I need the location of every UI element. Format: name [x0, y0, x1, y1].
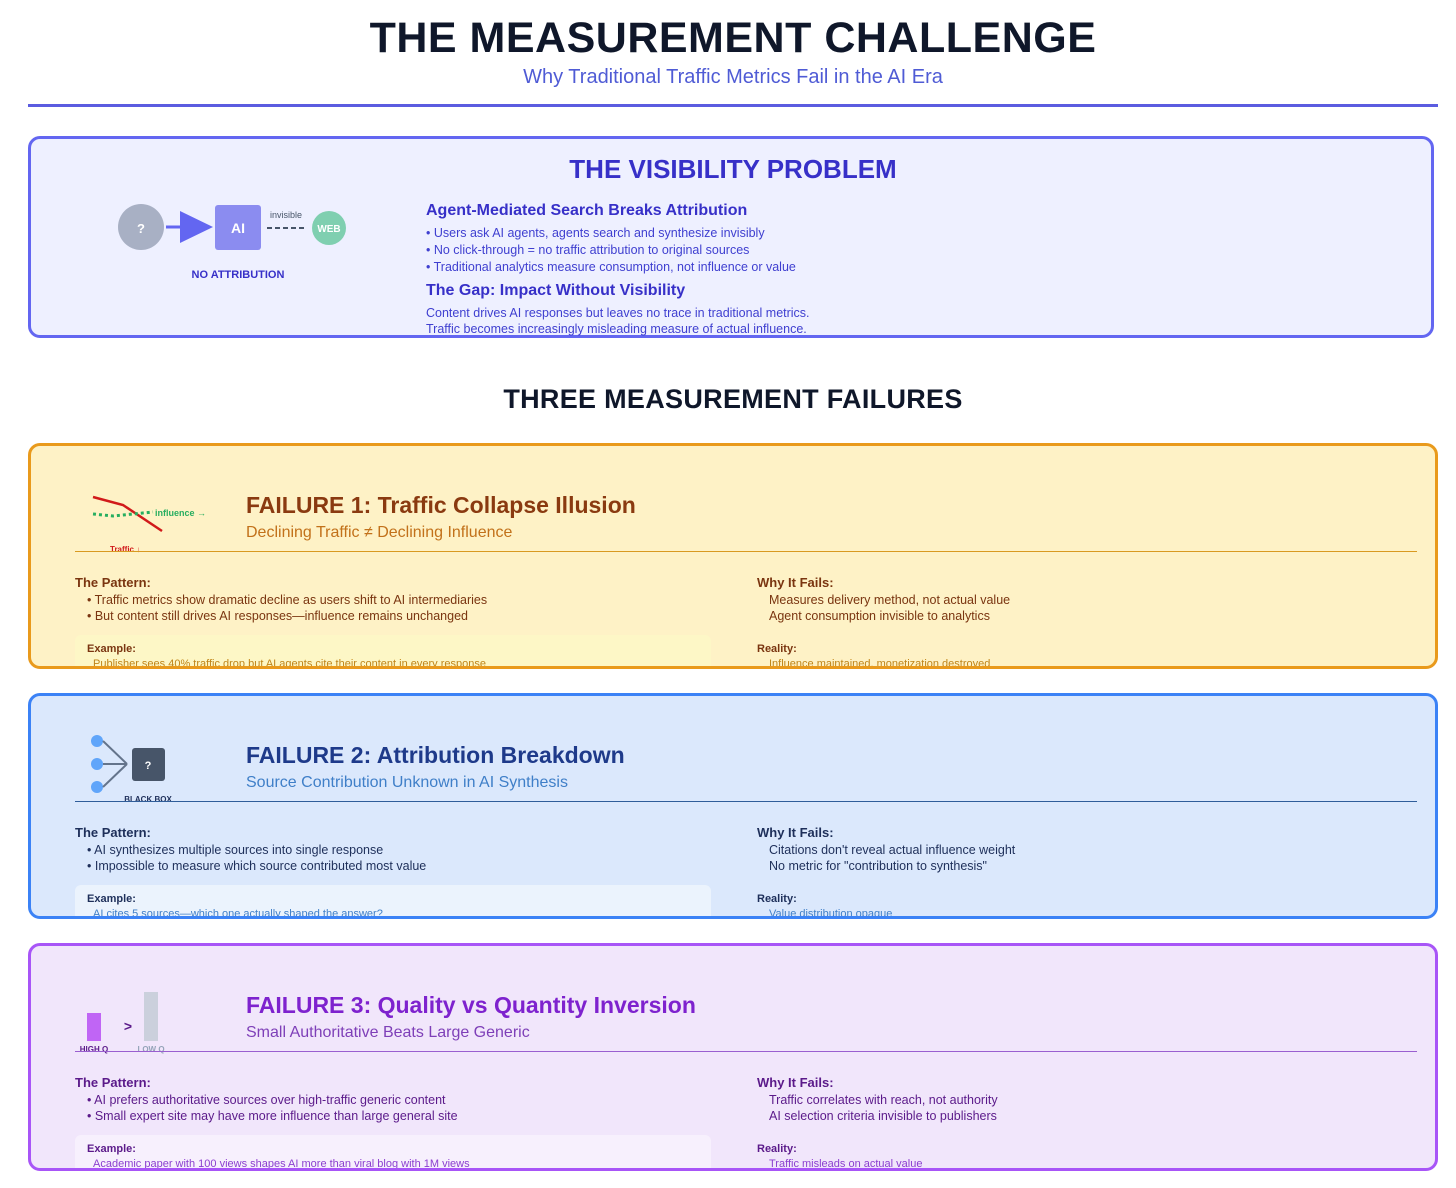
quality-bars-icon: > HIGH Q LOW Q	[80, 992, 165, 1054]
why-label: Why It Fails:	[757, 1075, 834, 1090]
why-item: Citations don't reveal actual influence …	[769, 843, 1016, 857]
example-text: Publisher sees 40% traffic drop but AI a…	[93, 658, 486, 669]
greater-than-icon: >	[124, 1018, 132, 1034]
page-subtitle: Why Traditional Traffic Metrics Fail in …	[523, 66, 943, 88]
high-q-label: HIGH Q	[80, 1045, 108, 1054]
web-icon	[312, 211, 346, 245]
black-box-icon: ? BLACK BOX	[91, 735, 172, 804]
divider	[75, 551, 1417, 552]
why-label: Why It Fails:	[757, 575, 834, 590]
traffic-label: Traffic ↓	[110, 545, 140, 554]
why-item: AI selection criteria invisible to publi…	[769, 1109, 997, 1123]
why-item: Agent consumption invisible to analytics	[769, 609, 990, 623]
example-text: Academic paper with 100 views shapes AI …	[93, 1158, 470, 1170]
attribution-diagram: ? AI invisible WEB NO ATTRIBUTION	[118, 204, 346, 281]
example-text: AI cites 5 sources—which one actually sh…	[93, 908, 383, 919]
visibility-panel	[28, 136, 1434, 338]
pattern-bullet: • Impossible to measure which source con…	[87, 859, 427, 873]
failure-card-1: influence → Traffic ↓ FAILURE 1: Traffic…	[28, 443, 1438, 669]
failure-card-3: > HIGH Q LOW Q FAILURE 3: Quality vs Qua…	[28, 943, 1438, 1171]
why-item: Traffic correlates with reach, not autho…	[769, 1093, 998, 1107]
traffic-chart-icon: influence → Traffic ↓	[92, 495, 206, 554]
why-item: Measures delivery method, not actual val…	[769, 593, 1011, 607]
reality-label: Reality:	[757, 893, 797, 905]
failure-subtitle: Small Authoritative Beats Large Generic	[246, 1024, 530, 1041]
low-quality-bar	[144, 992, 158, 1041]
pattern-bullet: • But content still drives AI responses—…	[87, 609, 468, 623]
high-quality-bar	[87, 1013, 101, 1041]
visibility-bullet: • Traditional analytics measure consumpt…	[426, 260, 796, 274]
why-item: No metric for "contribution to synthesis…	[769, 859, 987, 873]
reality-text: Influence maintained, monetization destr…	[769, 658, 991, 669]
reality-label: Reality:	[757, 1143, 797, 1155]
black-box-caption: BLACK BOX	[124, 795, 172, 804]
gap-line: Traffic becomes increasingly misleading …	[426, 322, 807, 336]
failure-card-2: ? BLACK BOX FAILURE 2: Attribution Break…	[28, 693, 1438, 919]
failure-title: FAILURE 1: Traffic Collapse Illusion	[246, 492, 636, 518]
visibility-bullet: • No click-through = no traffic attribut…	[426, 243, 750, 257]
why-label: Why It Fails:	[757, 825, 834, 840]
pattern-label: The Pattern:	[75, 575, 151, 590]
failure-title: FAILURE 2: Attribution Breakdown	[246, 742, 625, 768]
divider	[75, 1051, 1417, 1052]
source-dot	[91, 781, 103, 793]
example-box	[75, 635, 711, 666]
gap-line: Content drives AI responses but leaves n…	[426, 306, 810, 320]
source-dot	[91, 758, 103, 770]
example-box	[75, 885, 711, 916]
source-dot	[91, 735, 103, 747]
visibility-title: THE VISIBILITY PROBLEM	[569, 154, 897, 184]
failure-subtitle: Declining Traffic ≠ Declining Influence	[246, 524, 513, 541]
failure-title: FAILURE 3: Quality vs Quantity Inversion	[246, 992, 696, 1018]
pattern-bullet: • AI synthesizes multiple sources into s…	[87, 843, 384, 857]
example-label: Example:	[87, 643, 136, 655]
ai-box-icon	[215, 205, 261, 250]
reality-text: Traffic misleads on actual value	[769, 1158, 923, 1170]
pattern-label: The Pattern:	[75, 825, 151, 840]
section-title: THREE MEASUREMENT FAILURES	[503, 384, 963, 414]
reality-label: Reality:	[757, 643, 797, 655]
pattern-bullet: • Small expert site may have more influe…	[87, 1109, 458, 1123]
visibility-heading-1: Agent-Mediated Search Breaks Attribution	[426, 202, 748, 219]
reality-text: Value distribution opaque	[769, 908, 893, 919]
divider	[75, 801, 1417, 802]
ai-box-label: AI	[231, 220, 245, 236]
invisible-label: invisible	[270, 210, 302, 220]
pattern-bullet: • Traffic metrics show dramatic decline …	[87, 593, 488, 607]
low-q-label: LOW Q	[137, 1045, 164, 1054]
failure-subtitle: Source Contribution Unknown in AI Synthe…	[246, 774, 568, 791]
no-attribution-caption: NO ATTRIBUTION	[192, 269, 285, 281]
web-icon-label: WEB	[317, 224, 340, 235]
user-icon-label: ?	[137, 221, 145, 236]
user-icon	[118, 204, 164, 250]
arrow-icon	[180, 211, 213, 243]
example-box	[75, 1135, 711, 1168]
pattern-bullet: • AI prefers authoritative sources over …	[87, 1093, 446, 1107]
black-box-label: ?	[145, 760, 152, 772]
pattern-label: The Pattern:	[75, 1075, 151, 1090]
page-title: THE MEASUREMENT CHALLENGE	[369, 14, 1097, 62]
header-divider	[28, 104, 1438, 107]
example-label: Example:	[87, 893, 136, 905]
visibility-bullet: • Users ask AI agents, agents search and…	[426, 226, 765, 240]
example-label: Example:	[87, 1143, 136, 1155]
visibility-heading-2: The Gap: Impact Without Visibility	[426, 282, 686, 299]
influence-label: influence →	[155, 508, 206, 518]
